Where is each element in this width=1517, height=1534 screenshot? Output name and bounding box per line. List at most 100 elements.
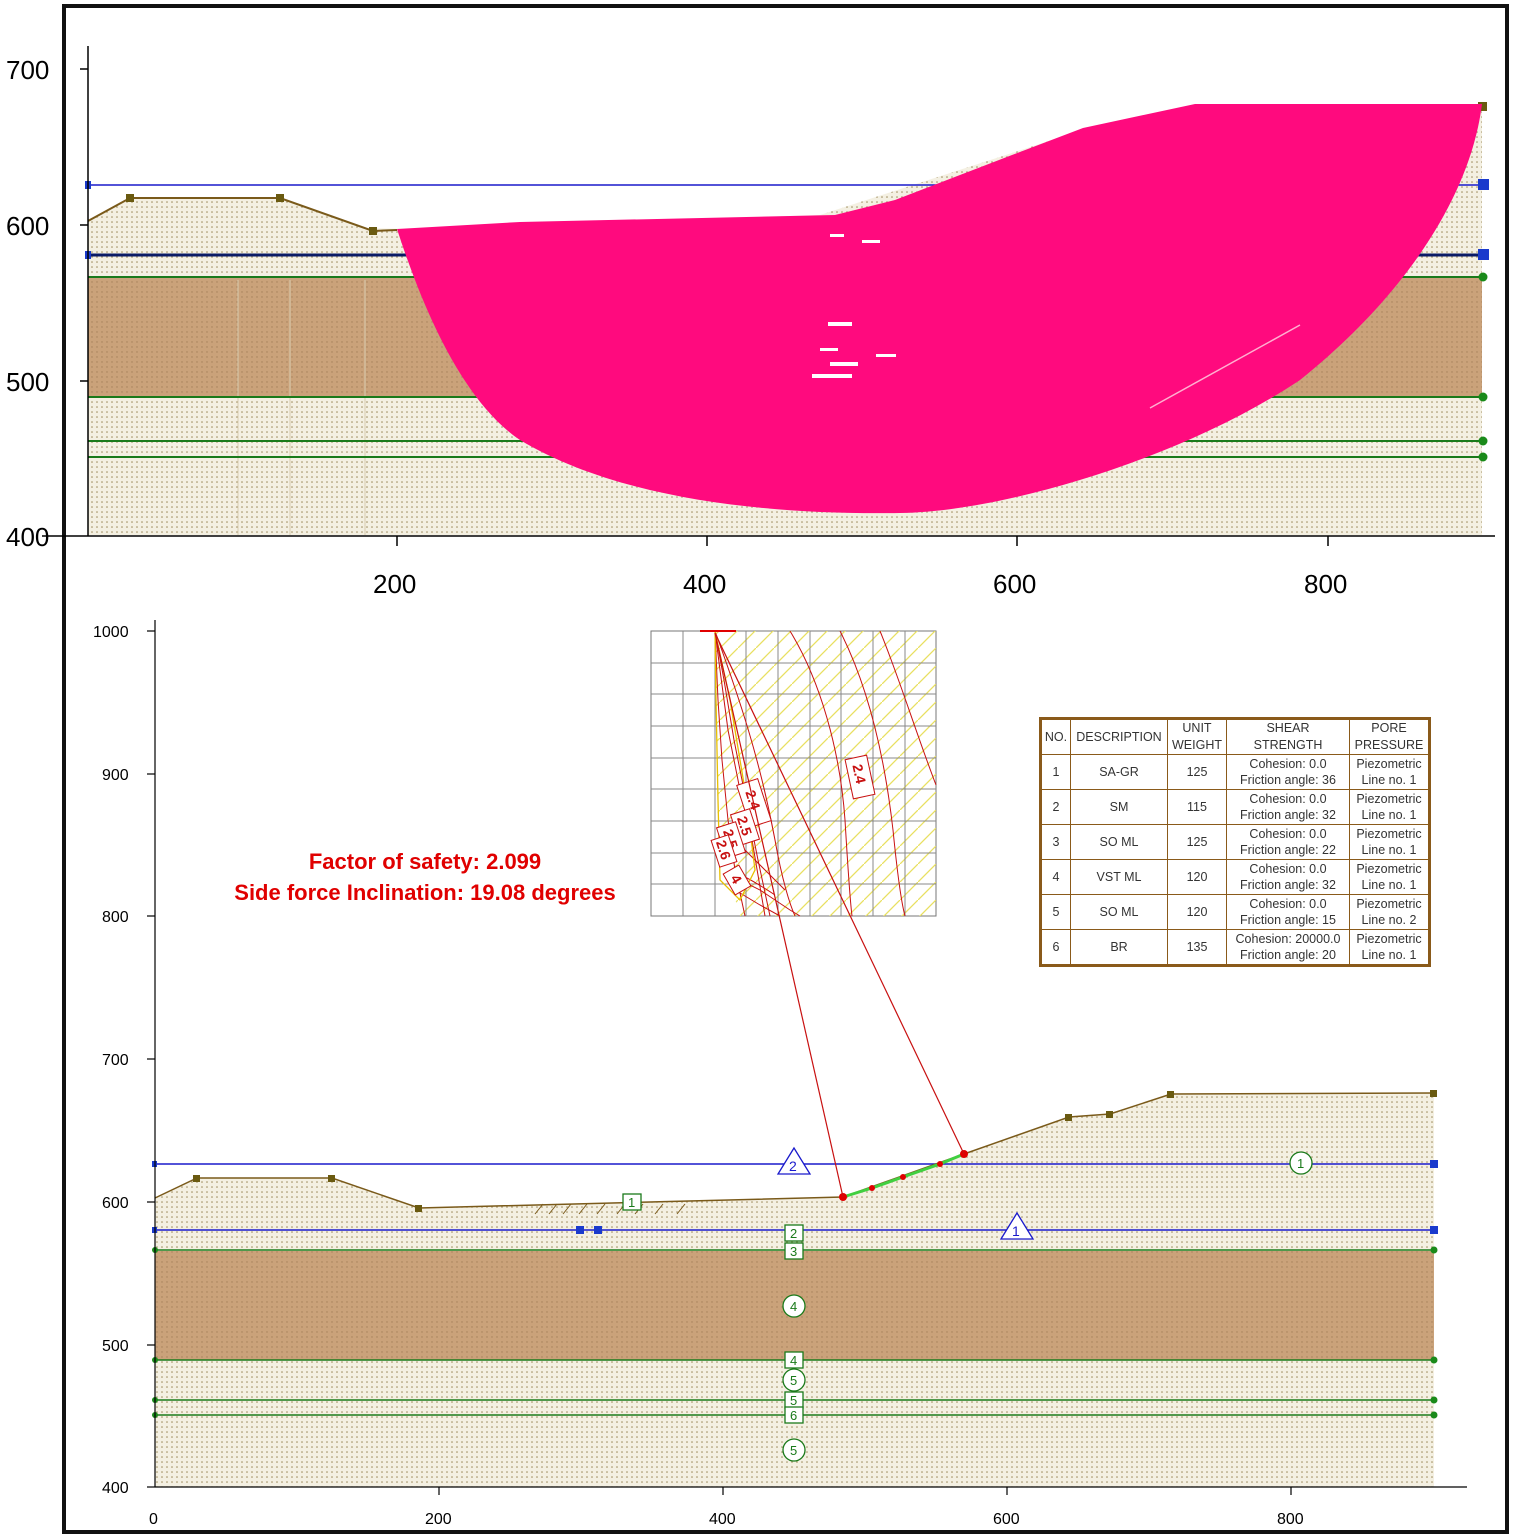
cell-pore-pressure-line: Line no. 1: [1361, 773, 1417, 787]
top-axes: [42, 46, 1495, 546]
cell-unit-weight-line: 120: [1186, 869, 1208, 884]
top-y-tick: 500: [6, 367, 49, 397]
cell-description-line: SO ML: [1099, 904, 1139, 919]
cell-shear-strength-line: Cohesion: 0.0: [1249, 896, 1327, 911]
piezo-marker: [999, 1211, 1035, 1240]
cell-shear-strength-line: Cohesion: 20000.0: [1235, 931, 1341, 946]
col-header-unit-weight: UNIT WEIGHT: [1167, 718, 1227, 755]
col-header-pore-pressure: PORE PRESSURE: [1349, 718, 1430, 755]
cell-no: 1: [1040, 754, 1071, 790]
cell-no-line: 6: [1052, 939, 1060, 954]
material-marker: 1: [628, 1195, 635, 1210]
main-y-tick: 400: [102, 1480, 129, 1497]
cell-no-line: 3: [1052, 834, 1060, 849]
cell-description: BR: [1070, 929, 1168, 966]
main-chart: 2.4 2.4 2.5 2.5 2.6: [93, 620, 1467, 1528]
cell-shear-strength-line: Cohesion: 0.0: [1249, 791, 1327, 806]
cell-unit-weight: 120: [1167, 859, 1227, 895]
cell-description: SO ML: [1070, 824, 1168, 860]
main-x-tick: 200: [425, 1511, 452, 1528]
main-x-tick: 600: [993, 1511, 1020, 1528]
cell-unit-weight-line: 125: [1186, 764, 1208, 779]
col-header-shear-strength: SHEAR STRENGTH: [1226, 718, 1350, 755]
fos-contours: [714, 630, 937, 917]
top-x-tick: 400: [683, 569, 726, 599]
cell-no: 3: [1040, 824, 1071, 860]
cell-unit-weight: 115: [1167, 789, 1227, 825]
cell-no-line: 1: [1052, 764, 1060, 779]
cell-unit-weight-line: 125: [1186, 834, 1208, 849]
cell-shear-strength-line: Cohesion: 0.0: [1249, 826, 1327, 841]
cell-description: VST ML: [1070, 859, 1168, 895]
main-x-tick: 800: [1277, 1511, 1304, 1528]
material-marker: 4: [790, 1353, 797, 1368]
cell-description-line: SO ML: [1099, 834, 1139, 849]
main-y-tick: 800: [102, 909, 129, 926]
cell-shear-strength-line: Friction angle: 15: [1240, 913, 1336, 927]
cell-pore-pressure-line: Piezometric: [1356, 931, 1422, 946]
main-y-tick: 500: [102, 1338, 129, 1355]
cell-description-line: VST ML: [1096, 869, 1142, 884]
main-x-tick: 400: [709, 1511, 736, 1528]
cell-shear-strength-line: Friction angle: 22: [1240, 843, 1336, 857]
cell-unit-weight: 135: [1167, 929, 1227, 966]
radius-line-exit: [714, 632, 844, 1198]
cell-pore-pressure-line: Piezometric: [1356, 756, 1422, 771]
top-x-tick: 200: [373, 569, 416, 599]
material-marker: 5: [790, 1393, 797, 1408]
cell-pore-pressure-line: Piezometric: [1356, 791, 1422, 806]
material-marker: 3: [790, 1244, 797, 1259]
cell-pore-pressure-line: Piezometric: [1356, 896, 1422, 911]
cell-no-line: 4: [1052, 869, 1060, 884]
piezo-marker-label: 1: [1012, 1223, 1020, 1239]
cell-unit-weight: 125: [1167, 824, 1227, 860]
piezo-marker-label: 2: [789, 1158, 797, 1174]
main-y-tick: 1000: [93, 624, 129, 641]
side-force-inclination: Side force Inclination: 19.08 degrees: [234, 880, 616, 905]
cell-description-line: SM: [1109, 799, 1129, 814]
cell-no: 6: [1040, 929, 1071, 966]
contour-label: 2.4: [849, 763, 869, 786]
col-header-no: NO.: [1040, 718, 1071, 755]
region-marker: 1: [1297, 1156, 1304, 1171]
radius-line-entry: [714, 632, 965, 1155]
main-axes: [147, 620, 1467, 1495]
cell-description: SM: [1070, 789, 1168, 825]
contour-label: 2.6: [713, 838, 734, 862]
top-x-tick: 600: [993, 569, 1036, 599]
top-y-tick: 400: [6, 522, 49, 552]
cell-description: SO ML: [1070, 894, 1168, 930]
cell-unit-weight-line: 120: [1186, 904, 1208, 919]
cell-pore-pressure-line: Line no. 1: [1361, 948, 1417, 962]
cell-pore-pressure-line: Piezometric: [1356, 861, 1422, 876]
cell-pore-pressure-line: Line no. 2: [1361, 913, 1417, 927]
top-chart: 700 600 500 400 200 400 600 800: [6, 46, 1495, 599]
table-header-row: NO. DESCRIPTION UNIT WEIGHT SHEAR STRENG…: [1040, 718, 1430, 755]
top-y-tick: 600: [6, 211, 49, 241]
top-y-tick: 700: [6, 55, 49, 85]
cell-no: 2: [1040, 789, 1071, 825]
cell-pore-pressure-line: Line no. 1: [1361, 843, 1417, 857]
slip-center-grid: 2.4 2.4 2.5 2.5 2.6: [650, 630, 937, 917]
analysis-result: Factor of safety: 2.099 Side force Incli…: [200, 846, 650, 908]
top-x-tick: 800: [1304, 569, 1347, 599]
materials-table: NO. DESCRIPTION UNIT WEIGHT SHEAR STRENG…: [1039, 717, 1431, 967]
material-marker: 6: [790, 1408, 797, 1423]
cell-description-line: BR: [1110, 939, 1128, 954]
